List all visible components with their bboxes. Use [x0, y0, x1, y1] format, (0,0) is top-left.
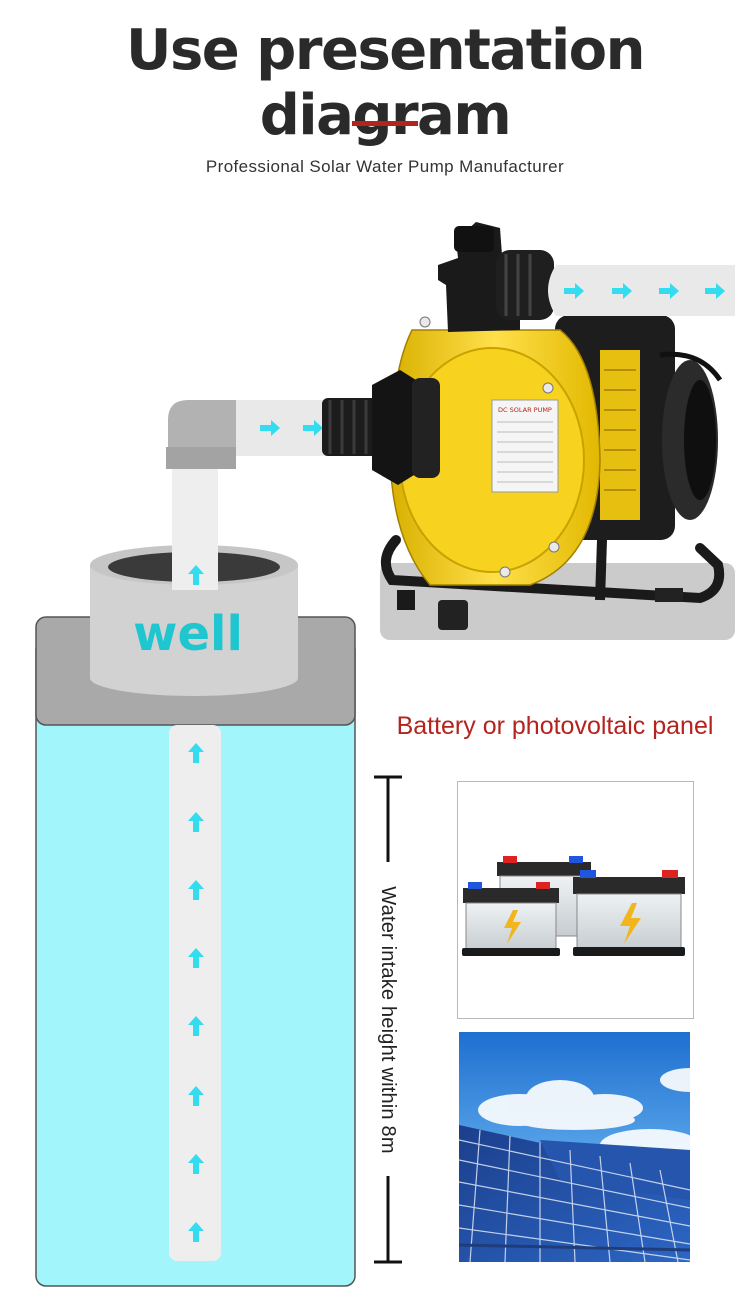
intake-height-label: Water intake height within 8m: [376, 850, 399, 1190]
pump-nameplate: DC SOLAR PUMP: [498, 406, 552, 414]
solar-panel-photo: [459, 1032, 720, 1262]
inlet-elbow: [166, 400, 328, 469]
power-source-label: Battery or photovoltaic panel: [380, 712, 730, 741]
battery-photo-frame: [457, 781, 694, 1019]
outlet-pipe: [548, 265, 735, 316]
well-label: well: [90, 606, 286, 662]
